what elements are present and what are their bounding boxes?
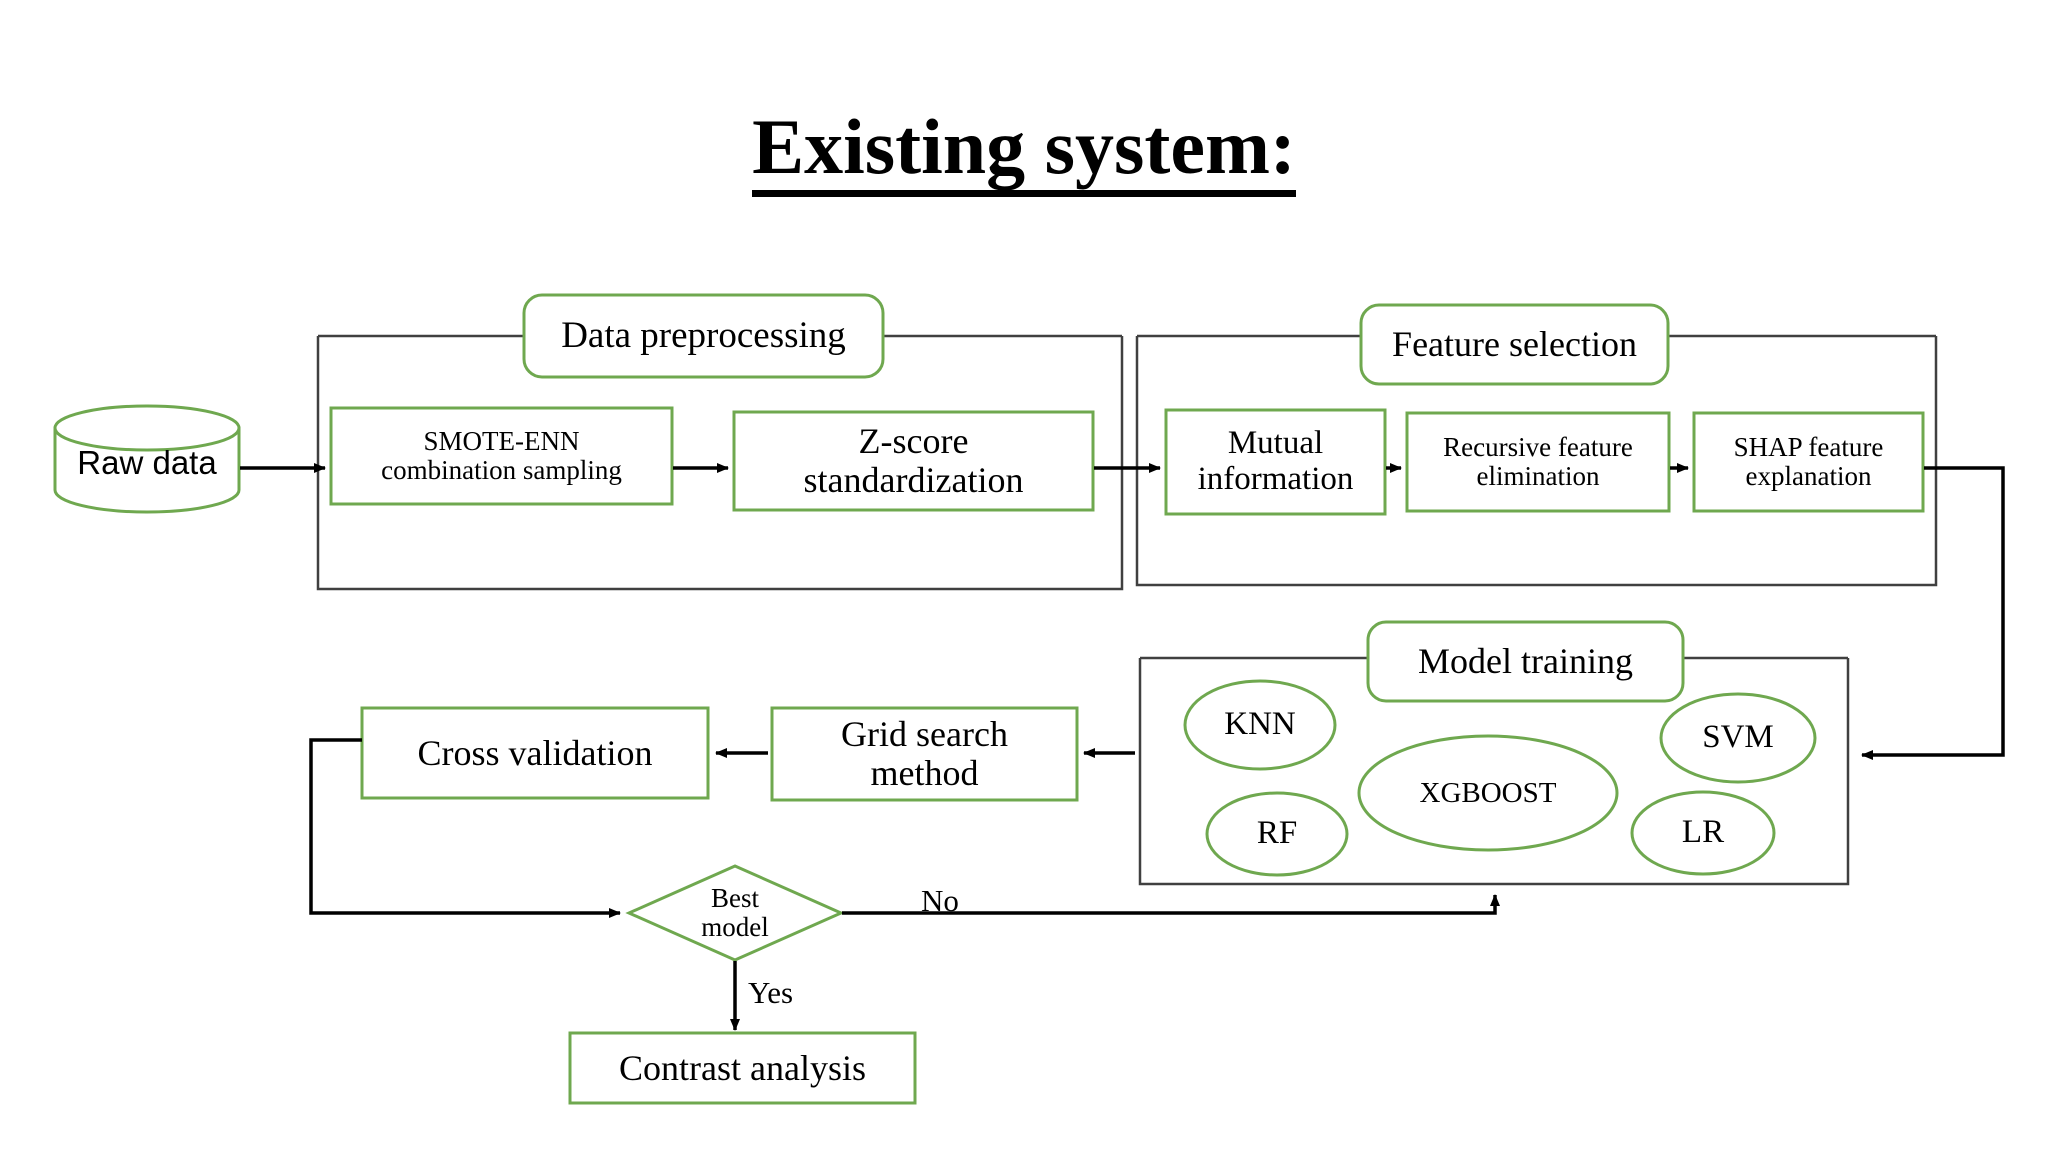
best-model-diamond — [625, 864, 845, 962]
cross-validation-box — [360, 706, 710, 800]
model-ellipse-rf — [1205, 791, 1349, 877]
contrast-analysis-box — [568, 1031, 917, 1105]
edge-label-no: No — [921, 883, 959, 918]
grid-search-box — [770, 706, 1079, 802]
mutual-information-box — [1164, 408, 1387, 516]
page-title: Existing system: — [0, 108, 2048, 197]
group-data-preprocessing — [316, 334, 1124, 591]
group-model-training — [1138, 656, 1850, 886]
model-ellipse-svm — [1659, 692, 1817, 784]
model-ellipse-knn — [1183, 679, 1337, 771]
group-label-model-training-box — [1366, 620, 1685, 703]
edge-shap-to-model-training — [1861, 466, 2005, 760]
shap-box — [1692, 411, 1925, 513]
group-label-feature-selection-box — [1359, 303, 1670, 386]
model-ellipse-xgboost — [1357, 734, 1619, 852]
group-feature-selection — [1135, 334, 1938, 587]
rfe-box — [1405, 411, 1671, 513]
edge-cross-validation-to-best-model — [309, 738, 621, 918]
model-ellipse-lr — [1630, 790, 1776, 876]
page-title-text: Existing system: — [752, 108, 1296, 197]
edge-label-yes: Yes — [748, 975, 794, 1010]
raw-data-cylinder — [53, 404, 241, 514]
smote-box — [329, 406, 674, 506]
group-label-data-preprocessing-box — [522, 293, 885, 379]
edge-best-model-no-to-model-training — [842, 894, 1500, 915]
zscore-box — [732, 410, 1095, 512]
